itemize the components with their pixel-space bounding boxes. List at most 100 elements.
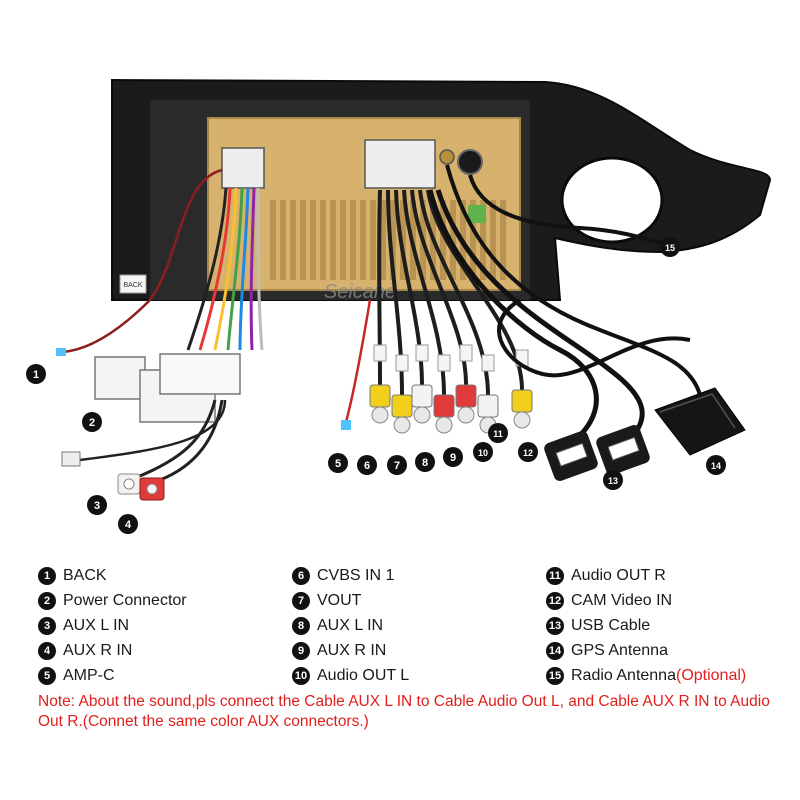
legend-label: Audio OUT L [317,666,410,684]
legend-number-badge: 5 [38,666,56,685]
legend-number-badge: 14 [546,641,564,660]
badge-circle [82,412,102,432]
vent-slot [310,200,316,280]
legend-label: AUX R IN [317,641,387,659]
vent-slot [390,200,396,280]
badge-circle [518,442,538,462]
legend-label: CAM Video IN [571,591,673,609]
badge-circle [415,452,435,472]
legend-item: 11 Audio OUT R [546,563,746,588]
usb-cable-loop [497,298,691,378]
legend-item: 7 VOUT [292,588,409,613]
badge-number: 8 [422,457,428,469]
back-wire-tip [56,348,66,356]
badge-number: 4 [125,519,132,531]
cable-tag [459,344,473,362]
legend-number-badge: 11 [546,566,564,585]
bezel-hole [560,156,664,244]
badge-circle [603,470,623,490]
callout-badge-5: 5 [328,453,348,473]
callout-badge-12: 12 [518,442,538,462]
legend-label: BACK [63,566,107,584]
aux-wire-left [134,399,217,480]
usb-plug-1 [544,431,598,481]
callout-badge-3: 3 [87,495,107,515]
legend-item: 14 GPS Antenna [546,638,746,663]
cable-tag [415,344,429,362]
callout-badge-10: 10 [473,442,493,462]
legend-label: AMP-C [63,666,115,684]
legend-item: 4 AUX R IN [38,638,187,663]
antenna-socket [457,149,483,175]
rca-plug-audio-out-l [455,384,477,408]
rca-tip [435,416,453,434]
badge-number: 15 [665,243,675,253]
usb-plug-2 [596,425,650,475]
legend-number-badge: 6 [292,566,310,585]
badge-circle [488,423,508,443]
legend-label: VOUT [317,591,362,609]
badge-number: 10 [478,448,488,458]
badge-circle [87,495,107,515]
green-label [468,205,486,223]
legend-label: Power Connector [63,591,187,609]
legend-label: AUX R IN [63,641,133,659]
legend-optional-tag: (Optional) [675,666,747,684]
legend-number-badge: 13 [546,616,564,635]
vent-slot [360,200,366,280]
badge-number: 6 [364,460,370,472]
legend-label: Audio OUT R [571,566,666,584]
back-tag [119,274,147,294]
legend-label: GPS Antenna [571,641,668,659]
vent-slot [500,200,506,280]
vent-slot [380,200,386,280]
cable-tag [395,354,409,372]
legend-number-badge: 4 [38,641,56,660]
callout-badge-2: 2 [82,412,102,432]
gps-cable [445,164,702,396]
callout-badge-15: 15 [660,237,680,257]
amp-c-wire [344,299,372,423]
rca-tip [393,416,411,434]
badge-number: 1 [33,369,39,381]
legend-number-badge: 3 [38,616,56,635]
gps-socket [439,149,455,165]
vent-slot [340,200,346,280]
vent-slot [450,200,456,280]
legend-label: AUX L IN [317,616,384,634]
callout-badge-7: 7 [387,455,407,475]
callout-badge-1: 1 [26,364,46,384]
connector-block-left [221,147,265,189]
badge-circle [387,455,407,475]
legend-number-badge: 7 [292,591,310,610]
power-connector [94,353,241,423]
vent-slot [490,200,496,280]
badge-circle [328,453,348,473]
badge-number: 5 [335,458,341,470]
cable-tag [437,354,451,372]
badge-circle [473,442,493,462]
legend-number-badge: 8 [292,616,310,635]
badge-number: 11 [493,429,503,439]
rca-plug-aux-r-left [139,477,165,501]
badge-number: 13 [608,476,618,486]
vent-slot [470,200,476,280]
radio-antenna-cable [468,174,669,247]
callout-badge-14: 14 [706,455,726,475]
legend-item: 13 USB Cable [546,613,746,638]
rca-cable [377,189,382,386]
vent-slot [320,200,326,280]
connection-note: Note: About the sound,pls connect the Ca… [38,693,770,730]
legend-label: USB Cable [571,616,651,634]
legend-item: 8 AUX L IN [292,613,409,638]
rca-plug-aux-l-left [117,473,141,495]
